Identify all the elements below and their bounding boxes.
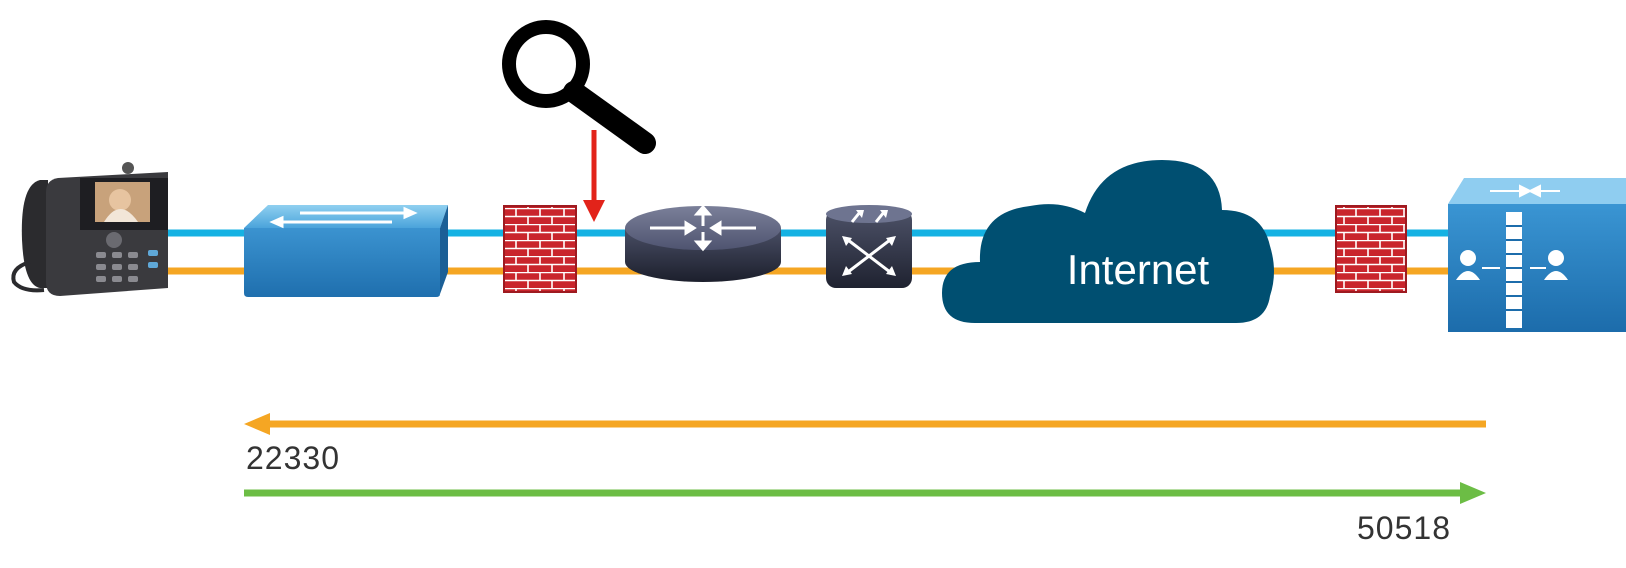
magnifier-icon xyxy=(502,20,656,154)
inbound-flow-arrow xyxy=(244,413,1486,435)
outbound-port-label: 50518 xyxy=(1357,510,1451,546)
firewall-icon xyxy=(503,205,577,293)
outbound-flow-arrow xyxy=(244,482,1486,504)
expressway-edge-icon xyxy=(1448,178,1626,332)
router-icon xyxy=(625,204,781,282)
capture-point-arrow xyxy=(583,130,605,222)
internet-cloud-label: Internet xyxy=(1066,246,1210,293)
firewall-icon xyxy=(1335,205,1407,293)
internet-cloud-icon xyxy=(942,160,1274,323)
lan-switch-icon xyxy=(244,205,448,297)
ip-video-phone-icon xyxy=(11,162,168,296)
nat-device-icon xyxy=(826,205,912,288)
inbound-port-label: 22330 xyxy=(246,440,340,476)
